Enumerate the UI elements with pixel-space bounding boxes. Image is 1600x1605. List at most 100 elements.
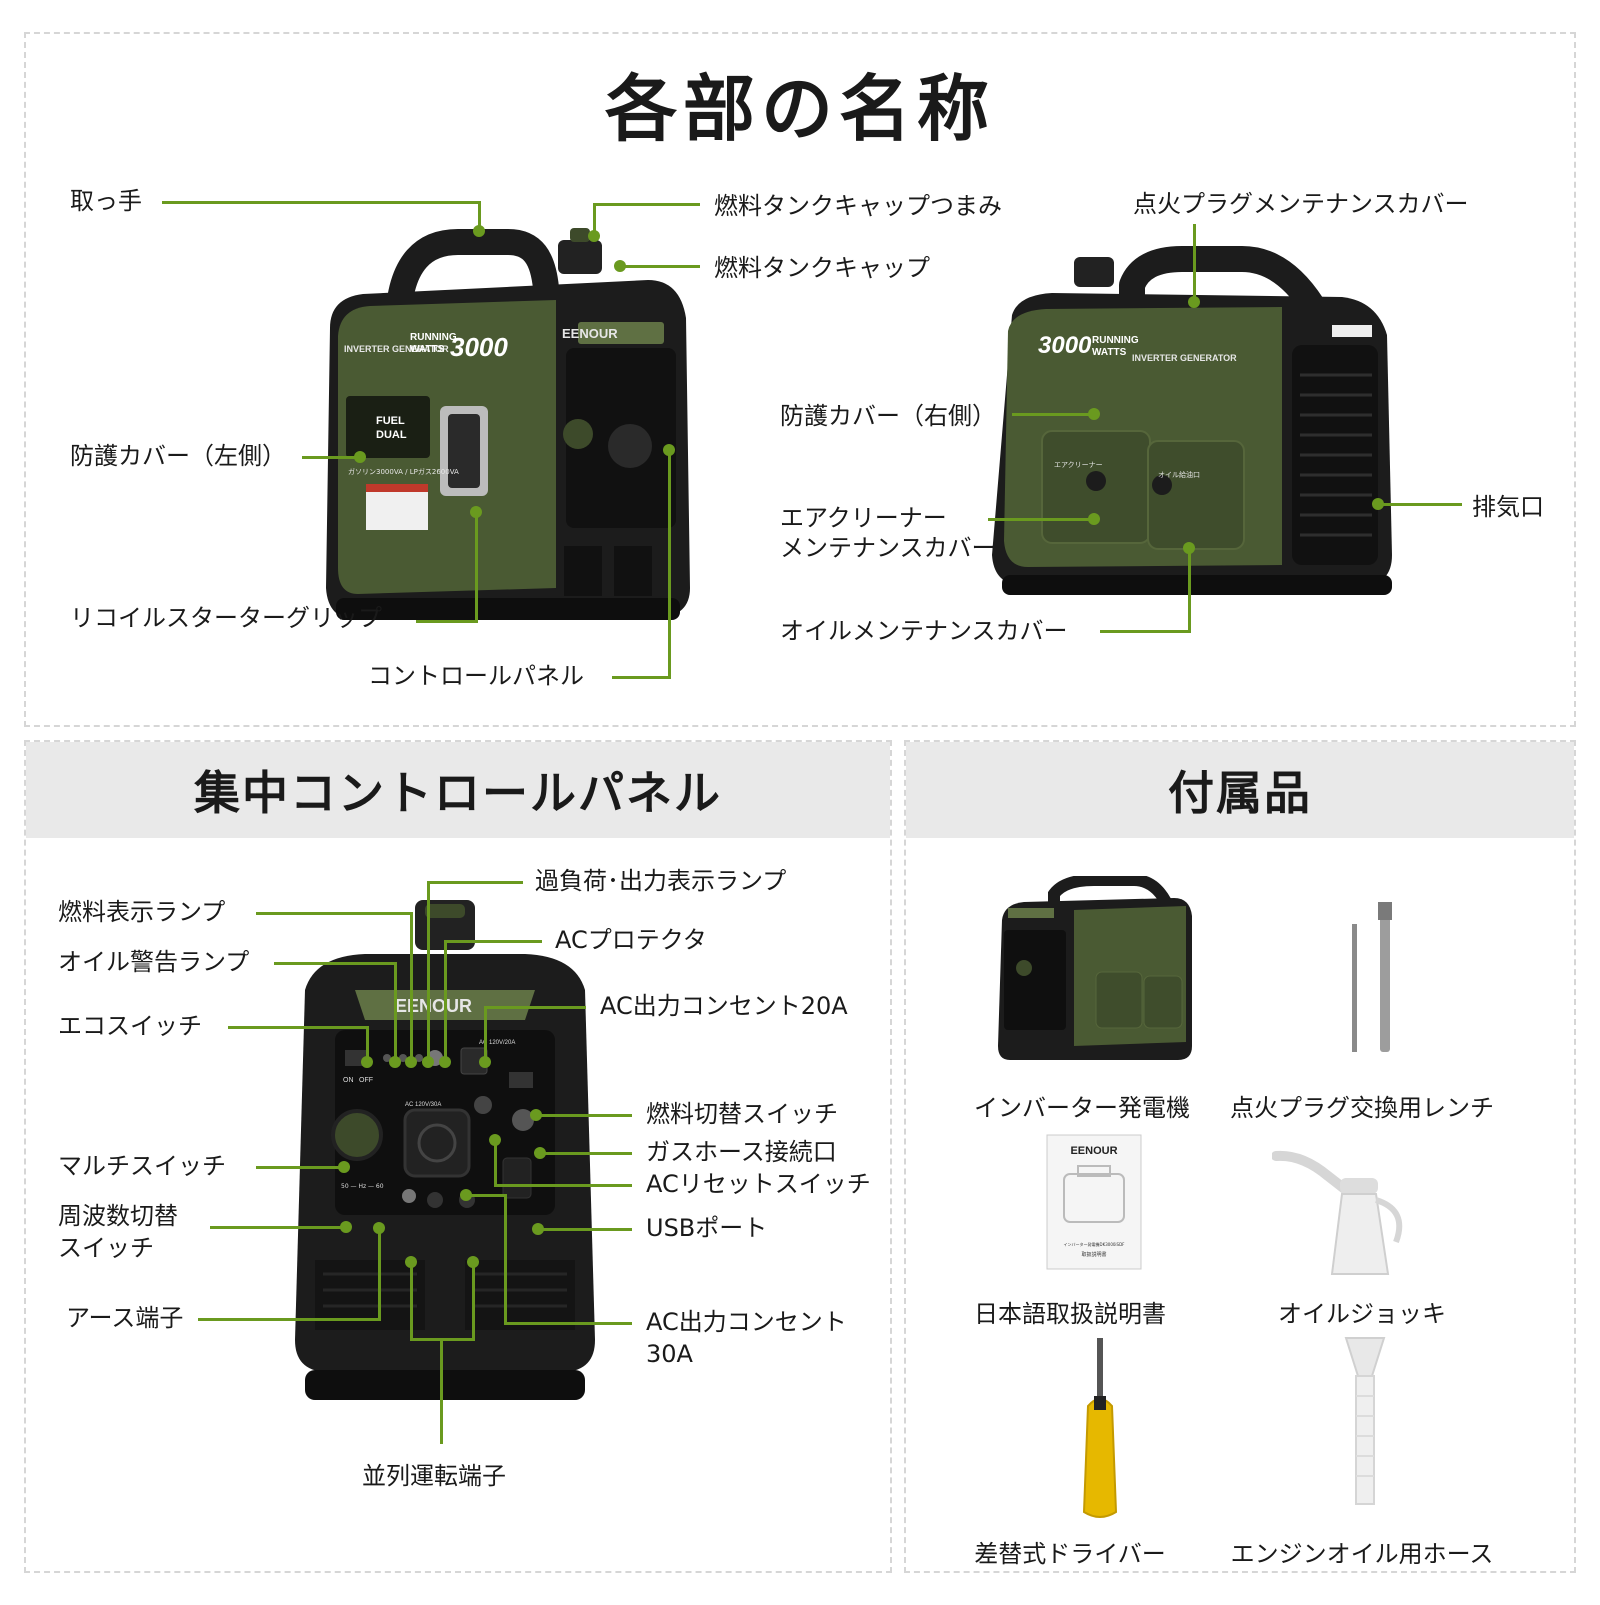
leader-ac-reset-v: [494, 1140, 497, 1187]
label-guard-right: 防護カバー（右側）: [780, 402, 996, 430]
svg-text:INVERTER GENERATOR: INVERTER GENERATOR: [1132, 353, 1237, 363]
marker-oil: [1183, 542, 1195, 554]
leader-guard-right: [1012, 413, 1094, 416]
label-oil-lamp: オイル警告ランプ: [58, 948, 250, 976]
leader-recoil-v: [475, 512, 478, 623]
label-parallel: 並列運転端子: [362, 1462, 506, 1490]
marker-fuel-cap: [614, 260, 626, 272]
accessory-oil-jug-image: [1272, 1150, 1403, 1275]
marker-usb: [532, 1223, 544, 1235]
leader-ac20-h: [486, 1006, 586, 1009]
control-panel-title: 集中コントロールパネル: [194, 766, 722, 820]
label-multi-switch: マルチスイッチ: [58, 1152, 226, 1180]
generator-right-view: 3000 RUNNING WATTS INVERTER GENERATOR エア…: [992, 246, 1392, 595]
leader-oil-lamp-v: [394, 962, 397, 1061]
svg-text:AC 120V/20A: AC 120V/20A: [479, 1040, 515, 1046]
label-freq-2: スイッチ: [58, 1234, 154, 1262]
label-handle: 取っ手: [70, 187, 142, 215]
leader-overload-h: [428, 881, 523, 884]
leader-eco-v: [366, 1026, 369, 1062]
marker-guard-left: [354, 451, 366, 463]
label-oil-cover: オイルメンテナンスカバー: [780, 617, 1068, 645]
leader-fuel-lamp-v: [410, 912, 413, 1061]
svg-text:RUNNING: RUNNING: [1092, 335, 1139, 346]
leader-recoil-h: [416, 620, 476, 623]
marker-overload: [422, 1056, 434, 1068]
marker-gas-port: [534, 1147, 546, 1159]
leader-ac20-v: [484, 1006, 487, 1062]
label-fuel-cap-knob: 燃料タンクキャップつまみ: [714, 192, 1002, 220]
svg-text:DUAL: DUAL: [376, 429, 407, 441]
leader-oil-lamp-h: [274, 962, 396, 965]
leader-oil-h: [1100, 630, 1190, 633]
page-title: 各部の名称: [604, 67, 995, 151]
svg-text:WATTS: WATTS: [410, 344, 445, 355]
brand-text: EENOUR: [562, 326, 618, 341]
marker-spark-plug: [1188, 296, 1200, 308]
leader-usb: [538, 1228, 632, 1231]
marker-fuel-knob: [588, 230, 600, 242]
generator-left-view: EENOUR INVERTER GENERATOR RUNNING WATTS …: [326, 228, 690, 620]
svg-text:FUEL: FUEL: [376, 415, 405, 427]
leader-eco-h: [228, 1026, 368, 1029]
leader-parallel-r: [472, 1262, 475, 1340]
svg-text:AC 120V/30A: AC 120V/30A: [405, 1102, 441, 1108]
label-control-panel: コントロールパネル: [368, 662, 584, 690]
marker-handle: [473, 225, 485, 237]
label-ac-reset: ACリセットスイッチ: [646, 1170, 871, 1198]
svg-text:取扱説明書: 取扱説明書: [1081, 1251, 1106, 1258]
accessories-header: 付属品: [906, 742, 1574, 838]
label-air-cleaner-1: エアクリーナー: [780, 504, 947, 532]
marker-control: [663, 444, 675, 456]
leader-handle-h: [162, 201, 480, 204]
leader-multi: [256, 1166, 344, 1169]
label-usb: USBポート: [646, 1214, 768, 1242]
marker-freq: [340, 1221, 352, 1233]
label-earth: アース端子: [66, 1304, 184, 1332]
svg-text:エアクリーナー: エアクリーナー: [1054, 461, 1103, 469]
svg-text:インバーター発電機DK3000iSDF: インバーター発電機DK3000iSDF: [1064, 1241, 1126, 1247]
leader-earth-h: [198, 1318, 380, 1321]
leader-ac30-top: [466, 1194, 506, 1197]
leader-ac-protector-h: [446, 940, 542, 943]
leader-fuel-lamp-h: [256, 912, 412, 915]
marker-fuel-switch: [530, 1109, 542, 1121]
label-guard-left: 防護カバー（左側）: [70, 442, 286, 470]
svg-text:WATTS: WATTS: [1092, 347, 1127, 358]
accessory-manual-label: 日本語取扱説明書: [974, 1300, 1166, 1328]
svg-text:3000: 3000: [450, 332, 508, 362]
accessory-generator-image: [998, 876, 1192, 1060]
marker-air-cleaner: [1088, 513, 1100, 525]
label-spark-plug-cover: 点火プラグメンテナンスカバー: [1133, 190, 1469, 218]
leader-control-h: [612, 676, 670, 679]
control-panel-header: 集中コントロールパネル: [26, 742, 890, 838]
label-ac30-1: AC出力コンセント: [646, 1308, 847, 1336]
accessory-manual-image: EENOUR インバーター発電機DK3000iSDF 取扱説明書: [1046, 1134, 1142, 1270]
accessory-oil-hose-label: エンジンオイル用ホース: [1230, 1540, 1494, 1568]
svg-text:RUNNING: RUNNING: [410, 332, 457, 343]
marker-earth: [373, 1222, 385, 1234]
label-fuel-switch: 燃料切替スイッチ: [646, 1100, 838, 1128]
marker-ac30: [460, 1189, 472, 1201]
marker-ac-protector: [439, 1056, 451, 1068]
leader-handle-v: [478, 201, 481, 231]
label-exhaust: 排気口: [1472, 493, 1544, 521]
label-air-cleaner-2: メンテナンスカバー: [780, 534, 996, 562]
svg-text:オイル給油口: オイル給油口: [1158, 470, 1200, 479]
marker-fuel-lamp: [405, 1056, 417, 1068]
generator-front-view: EENOUR ON OFF AC 120V/20A AC 120V/30A 50…: [295, 900, 595, 1400]
marker-parallel-l: [405, 1256, 417, 1268]
svg-text:ON: ON: [343, 1077, 354, 1084]
leader-fuel-knob-v: [593, 203, 596, 235]
label-recoil: リコイルスターターグリップ: [70, 604, 382, 632]
leader-earth-v: [378, 1228, 381, 1321]
label-gas-port: ガスホース接続口: [646, 1138, 837, 1166]
label-ac20: AC出力コンセント20A: [600, 992, 848, 1020]
leader-gas-port: [540, 1152, 632, 1155]
leader-oil-v: [1188, 548, 1191, 633]
leader-ac30-v: [504, 1194, 507, 1325]
leader-fuel-cap: [620, 265, 700, 268]
label-fuel-cap: 燃料タンクキャップ: [714, 254, 930, 282]
marker-parallel-r: [467, 1256, 479, 1268]
marker-multi: [338, 1161, 350, 1173]
